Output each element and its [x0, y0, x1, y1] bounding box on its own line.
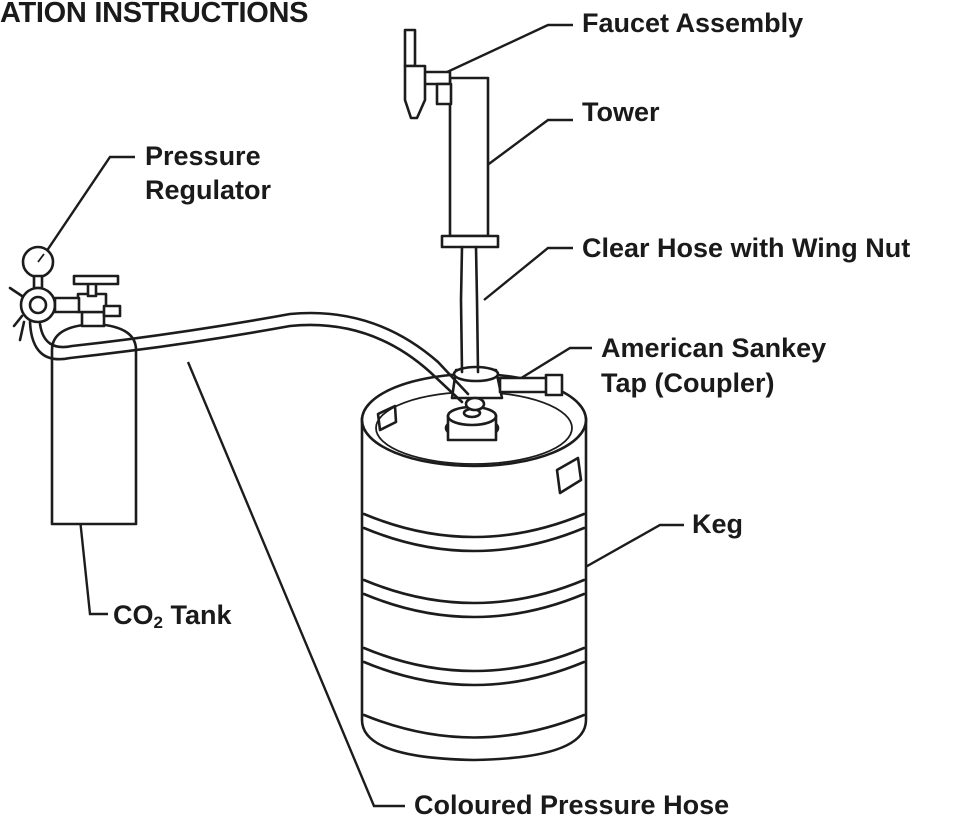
label-pressure-regulator-line2: Regulator [145, 175, 272, 205]
regulator-shutoff [18, 320, 26, 342]
leader-faucet [429, 23, 573, 82]
clear-hose [459, 245, 480, 374]
label-co2-prefix: CO [113, 600, 154, 630]
label-coupler-line1: American Sankey [601, 333, 827, 363]
leader-clear-hose [483, 246, 573, 301]
regulator-gauge-needle [37, 253, 45, 263]
label-co2-suffix: Tank [162, 600, 232, 630]
leader-pressure-hose [186, 361, 405, 808]
regulator-connector [53, 296, 81, 314]
label-co2-subscript: 2 [153, 613, 163, 632]
label-pressure-regulator-line1: Pressure [145, 141, 261, 171]
tower-base [440, 234, 500, 249]
label-clear-hose: Clear Hose with Wing Nut [582, 233, 911, 263]
label-co2-tank: CO2 Tank [113, 598, 231, 632]
coupler-collar [452, 365, 500, 383]
tower-column [448, 76, 490, 238]
clear-hose-left [459, 245, 464, 374]
leader-co2-tank [76, 499, 108, 616]
regulator-gauge-stem [32, 274, 44, 290]
keg-band-3b [362, 660, 586, 687]
pressure-hose [28, 311, 470, 404]
keg-band-1 [362, 512, 586, 539]
keg-handle-left [376, 404, 398, 432]
leader-keg [565, 523, 684, 580]
label-faucet-assembly: Faucet Assembly [582, 8, 804, 38]
keg-bottom-band [362, 713, 586, 739]
leader-lines [41, 23, 684, 808]
co2-valve-outlet [102, 304, 122, 318]
faucet-nut [435, 82, 453, 106]
pressure-hose-outer [28, 320, 464, 404]
coupler-handle-grip [544, 373, 564, 397]
leader-tower [477, 118, 573, 173]
sankey-coupler [450, 365, 564, 412]
co2-valve-knob [72, 274, 120, 286]
coupler-gas-port [464, 396, 486, 412]
pressure-regulator [8, 245, 81, 342]
label-keg: Keg [692, 509, 744, 539]
keg-band-2b [362, 592, 586, 619]
leader-regulator [41, 155, 135, 259]
regulator-wing-2 [12, 314, 24, 328]
faucet-body [403, 64, 427, 120]
keg-band-1b [362, 526, 586, 553]
label-pressure-hose: Coloured Pressure Hose [414, 790, 730, 820]
co2-tank-neck [80, 310, 106, 328]
keg-handle-right [555, 456, 583, 495]
keg-band-3 [362, 646, 586, 673]
leader-coupler [517, 346, 592, 382]
regulator-body-inner [28, 295, 48, 315]
label-tower: Tower [582, 97, 660, 127]
co2-tank [50, 274, 138, 526]
keg-body [360, 416, 588, 762]
clear-hose-right [474, 245, 480, 374]
keg-band-2 [362, 578, 586, 605]
label-coupler-line2: Tap (Coupler) [601, 368, 775, 398]
page-heading: ATION INSTRUCTIONS [0, 0, 309, 29]
faucet-handle [403, 28, 417, 68]
keg [360, 372, 588, 762]
tower [403, 28, 500, 249]
regulator-wing-1 [8, 286, 24, 298]
pressure-hose-inner [38, 311, 470, 396]
